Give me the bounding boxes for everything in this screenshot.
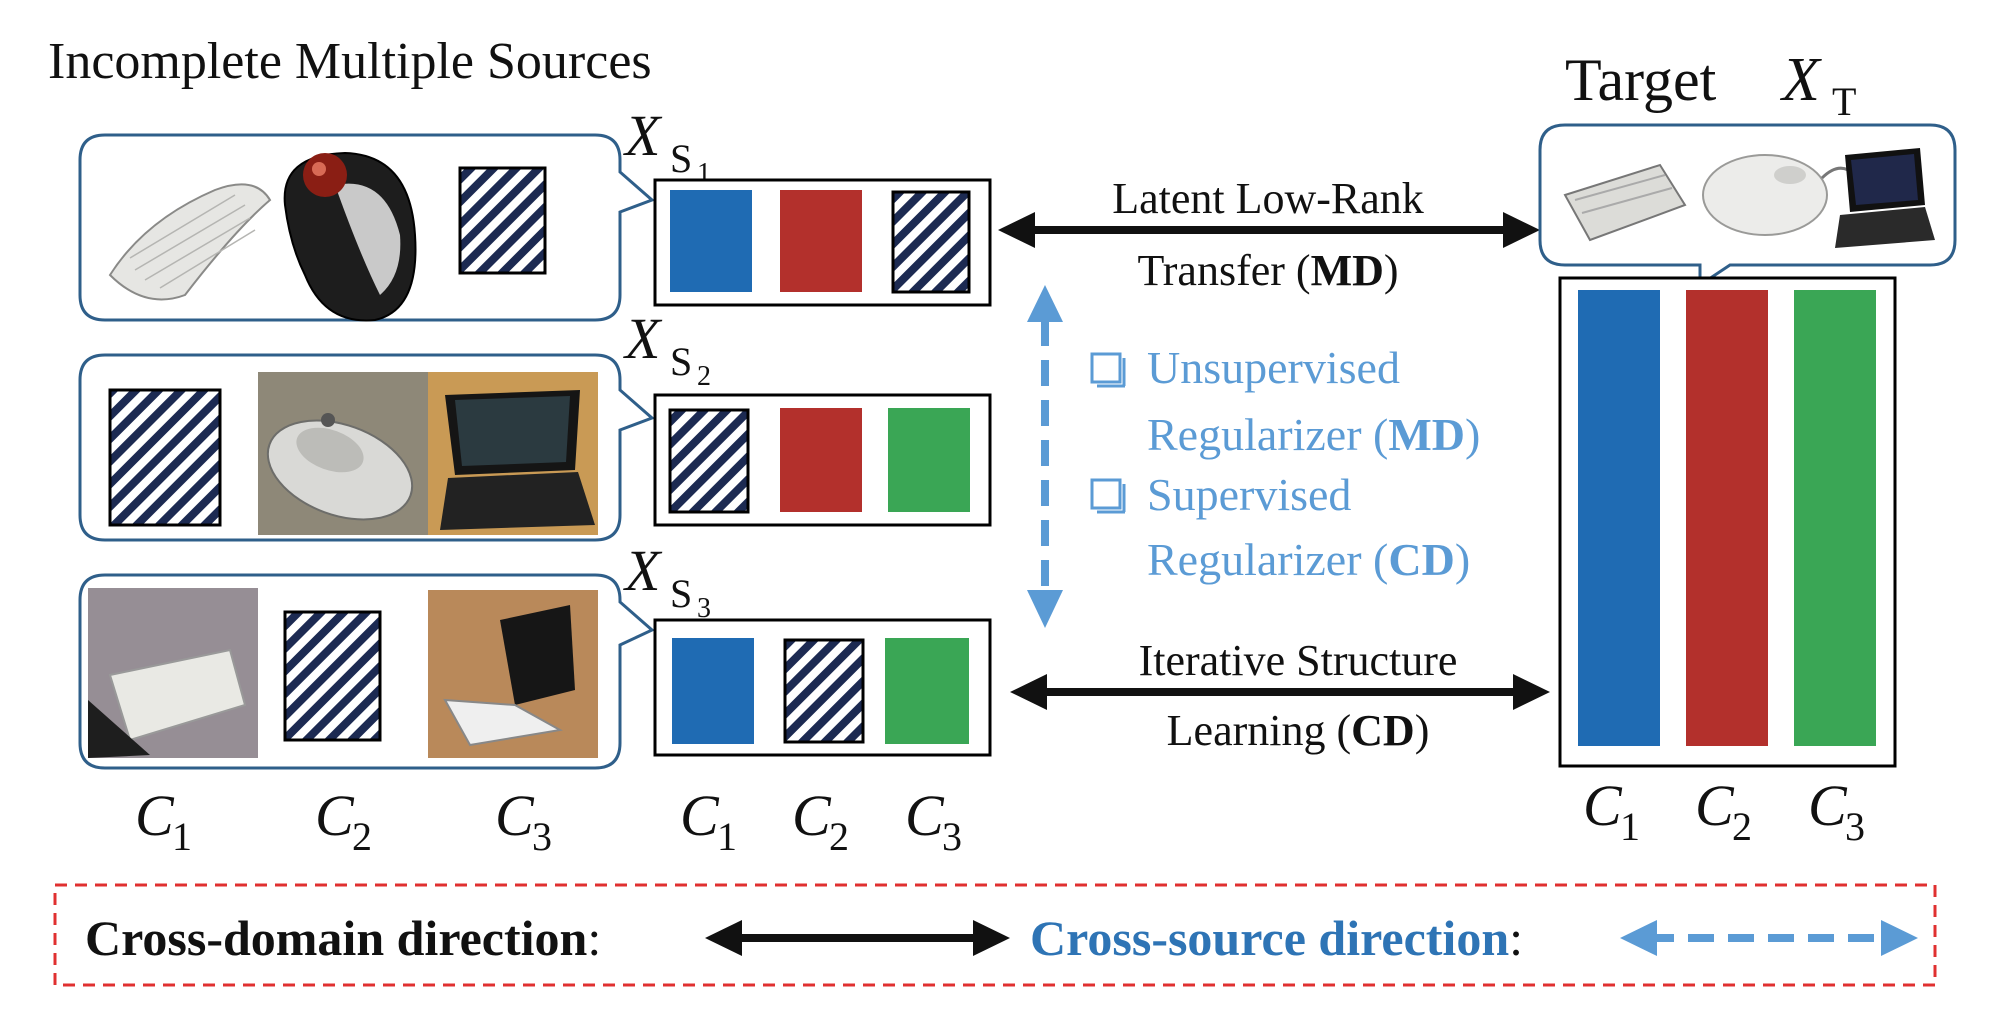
source-symbol-3: X S 3 (623, 538, 711, 624)
legend-cross-domain-arrow (705, 920, 1010, 956)
source-matrix-1 (653, 178, 992, 307)
laptop-thumbnail (428, 372, 598, 535)
iterative-structure-arrow (1010, 674, 1550, 710)
bar-c1 (670, 190, 752, 292)
class-label-index: 1 (172, 814, 192, 859)
bar-c3 (885, 638, 969, 744)
source-symbol-sub: S (670, 571, 692, 616)
missing-sample-placeholder (458, 166, 547, 275)
target-panel (1538, 123, 1957, 288)
target-symbol-base: X (1779, 46, 1822, 114)
regularizer-list: Unsupervised Regularizer (MD) Supervised… (1090, 342, 1480, 585)
checkbox-icon (1090, 352, 1126, 388)
source-matrix-3 (653, 618, 992, 757)
target-symbol-sub: T (1832, 79, 1856, 124)
bar-c2 (780, 408, 862, 512)
legend: Cross-domain direction: Cross-source dir… (53, 883, 1937, 987)
source-symbol-base: X (623, 103, 663, 168)
source-symbol-1: X S 1 (623, 103, 711, 189)
regularizer-title: Unsupervised (1147, 342, 1400, 393)
latent-low-rank-label: Latent Low-Rank (1112, 174, 1424, 223)
target-title: Target (1565, 47, 1717, 113)
source-symbol-sub: S (670, 136, 692, 181)
keyboard-thumbnail (1563, 163, 1687, 242)
checkbox-icon (1090, 478, 1126, 514)
regularizer-method: Regularizer (CD) (1147, 534, 1470, 585)
source-symbol-index: 3 (697, 593, 711, 624)
keyboard-thumbnail (88, 588, 258, 758)
class-label-base: C (680, 783, 720, 848)
source-symbol-index: 2 (697, 361, 711, 392)
iterative-structure-label: Iterative Structure (1139, 636, 1458, 685)
iterative-structure-method: Learning (CD) (1167, 706, 1430, 755)
regularizer-supervised: Supervised Regularizer (CD) (1090, 469, 1470, 585)
legend-cross-source-arrow (1620, 920, 1918, 956)
missing-sample-placeholder (283, 610, 382, 742)
class-label-base: C (1808, 773, 1848, 838)
source-panel-class-labels: C 1 C 2 C 3 (135, 783, 552, 859)
mouse-thumbnail (258, 372, 428, 535)
bar-c2 (780, 190, 862, 292)
class-label-base: C (315, 783, 355, 848)
bar-c3-missing (891, 190, 971, 294)
bar-c3 (888, 408, 970, 512)
cross-source-dashed-arrow (1027, 285, 1063, 628)
class-label-index: 1 (1620, 804, 1640, 849)
bar-c2-missing (783, 638, 865, 744)
class-label-base: C (135, 783, 175, 848)
target-symbol: X T (1779, 46, 1856, 124)
class-label-index: 3 (942, 814, 962, 859)
class-label-index: 1 (717, 814, 737, 859)
class-label-index: 2 (829, 814, 849, 859)
regularizer-method: Regularizer (MD) (1147, 409, 1480, 460)
target-matrix (1558, 276, 1897, 768)
missing-sample-placeholder (108, 388, 222, 527)
target-class-labels: C 1 C 2 C 3 (1583, 773, 1865, 849)
latent-low-rank-arrow (998, 212, 1540, 248)
source-symbol-base: X (623, 538, 663, 603)
source-matrix-2 (653, 393, 992, 527)
class-label-base: C (792, 783, 832, 848)
trackball-mouse-thumbnail (283, 151, 417, 322)
target-bar-c3 (1794, 290, 1876, 746)
bar-c1 (672, 638, 754, 744)
source-symbol-base: X (623, 306, 663, 371)
class-label-index: 3 (1845, 804, 1865, 849)
latent-low-rank-method: Transfer (MD) (1137, 246, 1398, 295)
target-bar-c1 (1578, 290, 1660, 746)
class-label-base: C (1695, 773, 1735, 838)
class-label-base: C (1583, 773, 1623, 838)
bar-c1-missing (668, 408, 750, 514)
laptop-thumbnail (1835, 148, 1935, 248)
laptop-thumbnail (428, 590, 598, 758)
source-panel-1 (78, 133, 655, 322)
regularizer-title: Supervised (1147, 469, 1351, 520)
target-bar-c2 (1686, 290, 1768, 746)
class-label-index: 3 (532, 814, 552, 859)
sources-title: Incomplete Multiple Sources (48, 33, 652, 90)
source-symbol-sub: S (670, 339, 692, 384)
keyboard-thumbnail (108, 183, 272, 301)
source-panel-3 (78, 573, 655, 770)
regularizer-unsupervised: Unsupervised Regularizer (MD) (1090, 342, 1480, 460)
mouse-thumbnail (1702, 154, 1857, 236)
class-label-base: C (495, 783, 535, 848)
class-label-index: 2 (352, 814, 372, 859)
class-label-index: 2 (1732, 804, 1752, 849)
legend-cross-source-label: Cross-source direction: (1030, 910, 1523, 966)
legend-cross-domain-label: Cross-domain direction: (85, 910, 601, 966)
source-symbol-2: X S 2 (623, 306, 711, 392)
source-matrix-class-labels: C 1 C 2 C 3 (680, 783, 962, 859)
source-panel-2 (78, 353, 655, 542)
class-label-base: C (905, 783, 945, 848)
